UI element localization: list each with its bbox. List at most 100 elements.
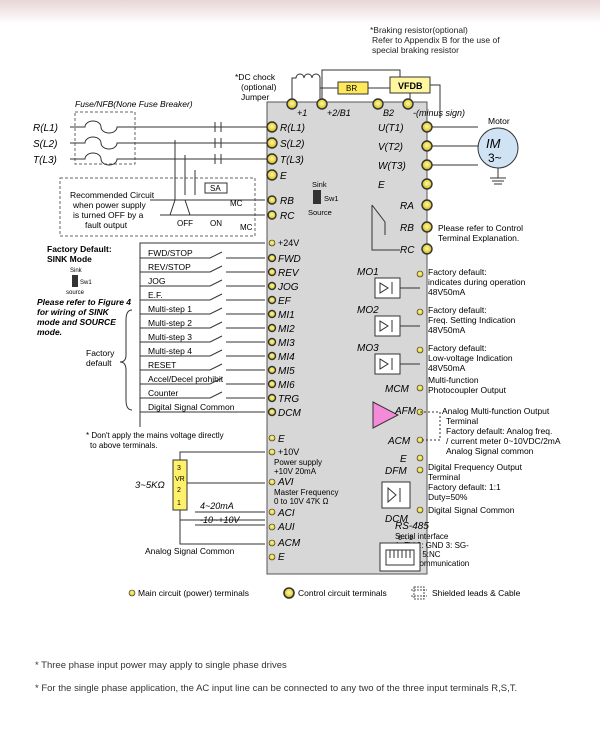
control-terminal-label-2: JOG (277, 282, 299, 293)
e-terminal-analog (268, 434, 276, 442)
relay-terminal-label-1: RB (400, 223, 414, 234)
main-terminals-left: R(L1)S(L2)T(L3)E (266, 121, 305, 182)
rb-rc-terminal-label-1: RC (280, 211, 295, 222)
e-right-terminal (416, 454, 424, 462)
motor-terminal-label-0: U(T1) (378, 123, 404, 134)
rb-rc-terminal-label-0: RB (280, 196, 294, 207)
power-input-lines: R(L1)S(L2)T(L3) (33, 120, 268, 166)
rs485-port (379, 542, 421, 572)
factory-sink-label: Sink (70, 268, 83, 274)
factory-source-label: source (66, 290, 85, 296)
legend-main-terminal-icon (128, 589, 136, 597)
relay-contact (371, 204, 400, 251)
dfm-note: Digital Frequency Output Terminal Factor… (428, 462, 524, 502)
mo-photocoupler-symbol-2 (379, 358, 393, 370)
aui-range: -10~+10V (200, 515, 241, 525)
rs485-title: RS-485 (395, 521, 429, 532)
control-switch-3 (140, 293, 265, 301)
main-terminal-label-0: R(L1) (280, 123, 305, 134)
control-terminal-label-5: MI2 (278, 324, 295, 335)
factory-default-label: Factory default (86, 348, 117, 368)
braking-wires (320, 69, 441, 118)
e2-label: E (278, 552, 285, 563)
dc-terminal-1 (316, 98, 328, 110)
relay-terminal-1 (421, 221, 433, 233)
control-terminal-6 (267, 337, 277, 347)
control-terminal-11 (267, 407, 277, 417)
dc-terminal-0 (286, 98, 298, 110)
aci-range: 4~20mA (200, 501, 234, 511)
source-label: Source (308, 208, 332, 217)
rs485-pins: 6→1 (398, 535, 413, 542)
braking-resistor-note: *Braking resistor(optional) Refer to App… (370, 25, 502, 55)
relay-terminal-label-2: RC (400, 245, 415, 256)
mc-contactor-lines (150, 140, 265, 216)
relay-terminal-0 (421, 199, 433, 211)
control-terminal-label-11: DCM (278, 408, 301, 419)
control-switch-6 (140, 335, 265, 343)
control-switch-2 (140, 279, 265, 287)
power-input-label-0: R(L1) (33, 123, 58, 134)
relay-outputs: RA RB RC (400, 199, 433, 256)
control-input-label-0: FWD/STOP (148, 248, 193, 258)
mcm-terminal (416, 384, 424, 392)
potentiometer-value: 3~5KΩ (135, 480, 165, 491)
afm-triangle (372, 401, 400, 429)
aui-label: AUI (277, 522, 295, 533)
control-terminal-label-3: EF (278, 296, 292, 307)
motor-label: Motor (488, 116, 510, 126)
sw1-label: Sw1 (324, 194, 339, 203)
plus10v-terminal (268, 448, 276, 456)
dcm-right-note: Digital Signal Common (428, 505, 515, 515)
mo-photocoupler-symbol-1 (379, 320, 393, 332)
main-terminal-1 (266, 137, 278, 149)
plus24v-label: +24V (278, 238, 299, 248)
relay-terminal-label-0: RA (400, 201, 414, 212)
power-input-label-2: T(L3) (33, 155, 57, 166)
acm-right-label: ACM (387, 436, 411, 447)
control-switch-10 (140, 391, 265, 399)
recommended-circuit-text: Recommended Circuit when power supply is… (70, 190, 156, 230)
relay-terminal-2 (421, 243, 433, 255)
control-input-label-9: Accel/Decel prohibit (148, 374, 224, 384)
dfm-label: DFM (385, 466, 407, 477)
factory-sw1-label: Sw1 (80, 280, 92, 286)
mo-terminal-2 (416, 346, 424, 354)
footnote-1: * Three phase input power may apply to s… (35, 660, 287, 671)
legend-shielded-label: Shielded leads & Cable (432, 588, 521, 598)
control-terminal-label-6: MI3 (278, 338, 295, 349)
control-input-label-10: Counter (148, 388, 178, 398)
control-terminal-5 (267, 323, 277, 333)
vfdb-label: VFDB (398, 81, 423, 91)
avi-label: AVI (277, 477, 294, 488)
motor-terminal-2 (421, 159, 433, 171)
mains-note: * Don't apply the mains voltage directly… (86, 431, 226, 450)
motor-terminal-label-1: V(T2) (378, 142, 403, 153)
sa-box (204, 182, 228, 194)
analog-wires (179, 451, 265, 545)
control-input-label-1: REV/STOP (148, 262, 191, 272)
mo-label-1: MO2 (357, 305, 379, 316)
motor-ground (490, 168, 506, 185)
fuse-dashed-box (74, 111, 136, 165)
control-terminal-label-10: TRG (278, 394, 299, 405)
mo-note-1: Factory default:Freq. Setting Indication… (428, 305, 516, 335)
motor-terminal-0 (421, 121, 433, 133)
aci-label: ACI (277, 508, 295, 519)
sink-mode-note: Please refer to Figure 4 for wiring of S… (37, 297, 133, 337)
dcm-right-terminal (416, 506, 424, 514)
control-terminal-label-7: MI4 (278, 352, 295, 363)
mo-photocoupler-symbol-0 (379, 282, 393, 294)
power-input-line-0 (70, 120, 268, 134)
control-terminal-0 (267, 253, 277, 263)
factory-default-brace (119, 309, 133, 411)
main-terminal-0 (266, 121, 278, 133)
rb-rc-terminal-0 (267, 195, 277, 205)
avi-terminal (268, 478, 276, 486)
e-right-label: E (400, 454, 407, 465)
control-input-label-2: JOG (148, 276, 165, 286)
control-input-label-3: E.F. (148, 290, 163, 300)
